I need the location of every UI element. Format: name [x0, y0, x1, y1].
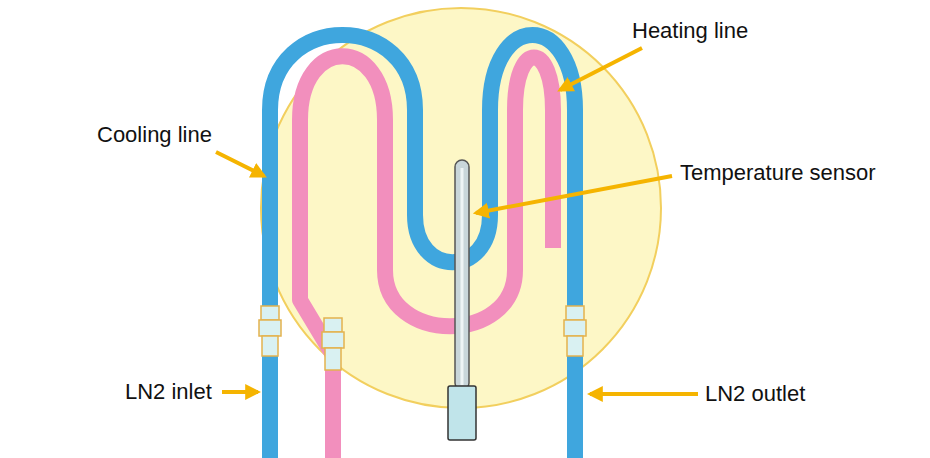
tube-fitting — [259, 306, 281, 356]
tube-fitting — [564, 306, 586, 356]
label-slot: Heating line — [632, 18, 748, 44]
leader-arrow — [216, 48, 698, 394]
label-slot: LN2 outlet — [705, 381, 805, 407]
part-label: LN2 inlet — [125, 379, 212, 404]
label-slot: Temperature sensor — [680, 160, 876, 186]
part-label: Cooling line — [97, 122, 212, 147]
temperature-probe — [448, 160, 476, 440]
label-slot: Cooling line — [97, 122, 212, 148]
cooling-tube — [270, 35, 575, 458]
label-slot: LN2 inlet — [125, 379, 212, 405]
heating-tube — [300, 56, 553, 458]
tube-fitting — [322, 318, 344, 370]
part-label: LN2 outlet — [705, 381, 805, 406]
part-label: Heating line — [632, 18, 748, 43]
part-label: Temperature sensor — [680, 160, 876, 185]
